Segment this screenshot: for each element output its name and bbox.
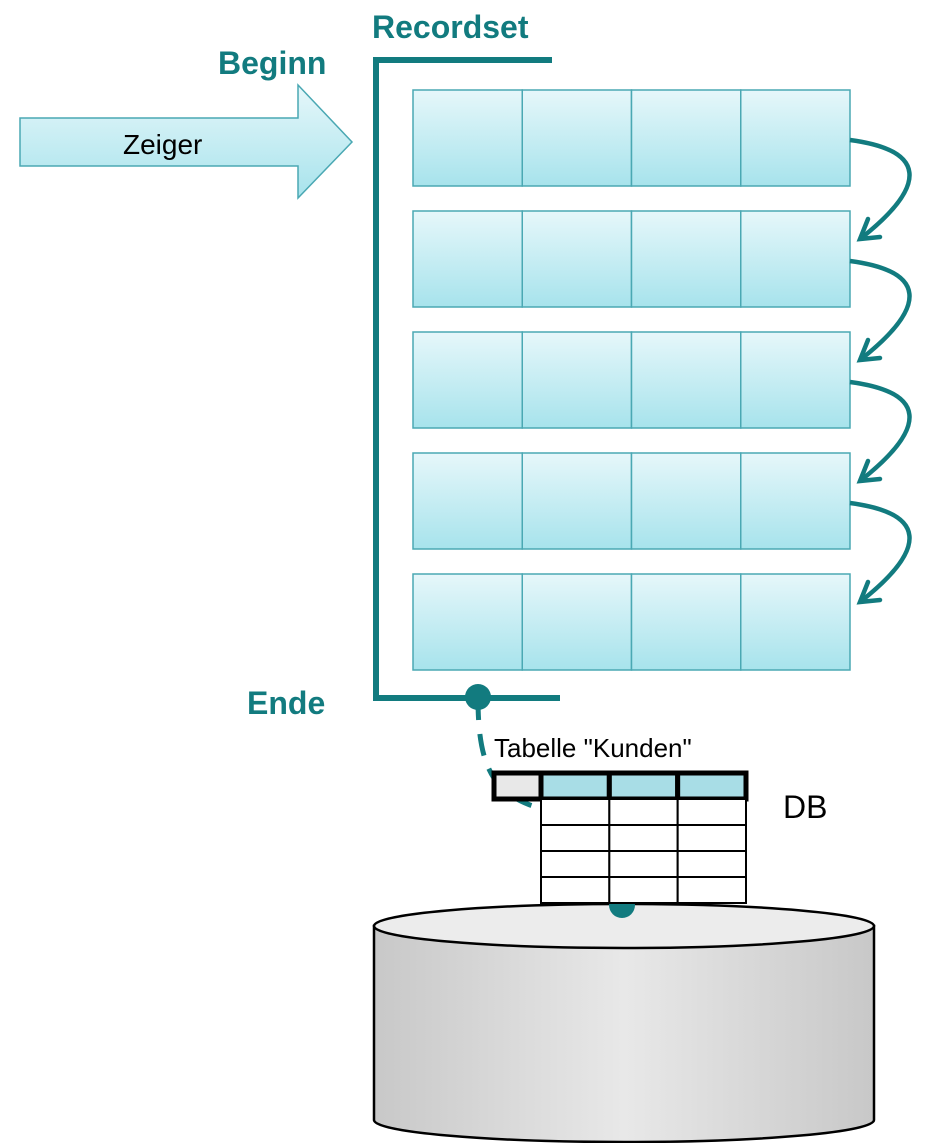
record-cell bbox=[412, 89, 523, 187]
record-cell bbox=[412, 331, 523, 429]
table-body-cell bbox=[608, 850, 679, 878]
record-cell bbox=[412, 452, 523, 550]
record-cell bbox=[521, 89, 633, 187]
record-cell bbox=[630, 331, 742, 429]
next-arrow-head bbox=[856, 216, 883, 242]
record-cell bbox=[521, 210, 633, 308]
record-row bbox=[412, 89, 851, 187]
next-arrow-curve bbox=[849, 137, 912, 241]
record-cell bbox=[740, 573, 851, 671]
record-cell bbox=[740, 210, 851, 308]
beginn-label: Beginn bbox=[218, 45, 326, 81]
db-label: DB bbox=[783, 789, 827, 825]
record-row bbox=[412, 573, 851, 671]
zeiger-label: Zeiger bbox=[123, 129, 202, 160]
record-cell bbox=[740, 452, 851, 550]
record-cell bbox=[630, 210, 742, 308]
table-header-cell bbox=[675, 770, 749, 802]
record-cell bbox=[412, 573, 523, 671]
next-arrow-head bbox=[856, 337, 883, 363]
zeiger-arrow bbox=[19, 83, 354, 200]
record-cell bbox=[521, 573, 633, 671]
next-arrow-curve bbox=[849, 500, 912, 604]
record-cell bbox=[630, 573, 742, 671]
record-cell bbox=[521, 331, 633, 429]
table-body-cell bbox=[608, 798, 679, 826]
next-pointer-arrows bbox=[849, 137, 912, 605]
table-body-cell bbox=[540, 824, 611, 852]
ende-label: Ende bbox=[247, 685, 325, 721]
table-body-cell bbox=[540, 798, 611, 826]
table-header-cell bbox=[538, 770, 612, 802]
record-row bbox=[412, 452, 851, 550]
table-body-cell bbox=[676, 798, 748, 826]
table-body-cell bbox=[540, 850, 611, 878]
table-caption: Tabelle "Kunden" bbox=[494, 733, 692, 763]
record-cell bbox=[630, 452, 742, 550]
recordset-title: Recordset bbox=[372, 9, 529, 45]
table-body-cell bbox=[540, 876, 611, 904]
record-cell bbox=[630, 89, 742, 187]
record-rows bbox=[412, 89, 851, 671]
database-cylinder bbox=[372, 902, 876, 1143]
table-body-cell bbox=[608, 876, 679, 904]
record-cell bbox=[412, 210, 523, 308]
table-header-cell bbox=[491, 770, 544, 802]
next-arrow-curve bbox=[849, 379, 912, 483]
next-arrow-head bbox=[856, 458, 883, 484]
record-cell bbox=[740, 89, 851, 187]
record-row bbox=[412, 210, 851, 308]
table-header-cell bbox=[606, 770, 681, 802]
kunden-table bbox=[491, 770, 749, 904]
connection-dot-top bbox=[465, 684, 491, 710]
record-row bbox=[412, 331, 851, 429]
table-body-cell bbox=[676, 824, 748, 852]
table-body-cell bbox=[676, 850, 748, 878]
next-arrow-curve bbox=[849, 258, 912, 362]
next-arrow-head bbox=[856, 579, 883, 605]
table-body-cell bbox=[608, 824, 679, 852]
record-cell bbox=[740, 331, 851, 429]
table-body-cell bbox=[676, 876, 748, 904]
record-cell bbox=[521, 452, 633, 550]
